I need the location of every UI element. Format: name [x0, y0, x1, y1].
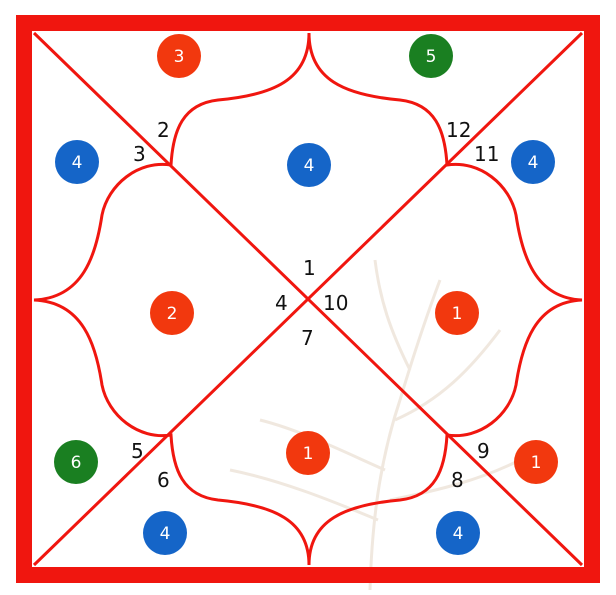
svg-text:5: 5 [426, 47, 437, 67]
house-number-11: 11 [474, 142, 499, 166]
badge-bottom-left: 4 [143, 511, 187, 555]
svg-text:4: 4 [453, 524, 464, 544]
svg-text:1: 1 [303, 444, 314, 464]
badge-left-lower: 6 [54, 440, 98, 484]
badge-right-upper: 4 [511, 140, 555, 184]
svg-text:4: 4 [160, 524, 171, 544]
house-number-3: 3 [133, 142, 146, 166]
svg-text:3: 3 [174, 47, 185, 67]
badge-right-lower: 1 [514, 440, 558, 484]
svg-text:4: 4 [72, 153, 83, 173]
house-number-12: 12 [446, 118, 471, 142]
house-number-1: 1 [303, 256, 316, 280]
house-number-7: 7 [301, 326, 314, 350]
badge-center-right: 1 [435, 291, 479, 335]
badge-left-upper: 4 [55, 140, 99, 184]
house-number-10: 10 [323, 291, 348, 315]
badge-center-left: 2 [150, 291, 194, 335]
badge-bottom-center: 1 [286, 431, 330, 475]
badge-top-center: 4 [287, 143, 331, 187]
svg-text:2: 2 [167, 304, 178, 324]
house-number-8: 8 [451, 468, 464, 492]
house-number-2: 2 [157, 118, 170, 142]
house-number-9: 9 [477, 439, 490, 463]
svg-text:4: 4 [304, 156, 315, 176]
badge-bottom-right: 4 [436, 511, 480, 555]
svg-text:1: 1 [452, 304, 463, 324]
house-number-5: 5 [131, 439, 144, 463]
house-number-6: 6 [157, 468, 170, 492]
svg-text:4: 4 [528, 153, 539, 173]
svg-text:6: 6 [71, 453, 82, 473]
svg-text:1: 1 [531, 453, 542, 473]
badge-top-left: 3 [157, 34, 201, 78]
house-number-4: 4 [275, 291, 288, 315]
badge-top-right: 5 [409, 34, 453, 78]
